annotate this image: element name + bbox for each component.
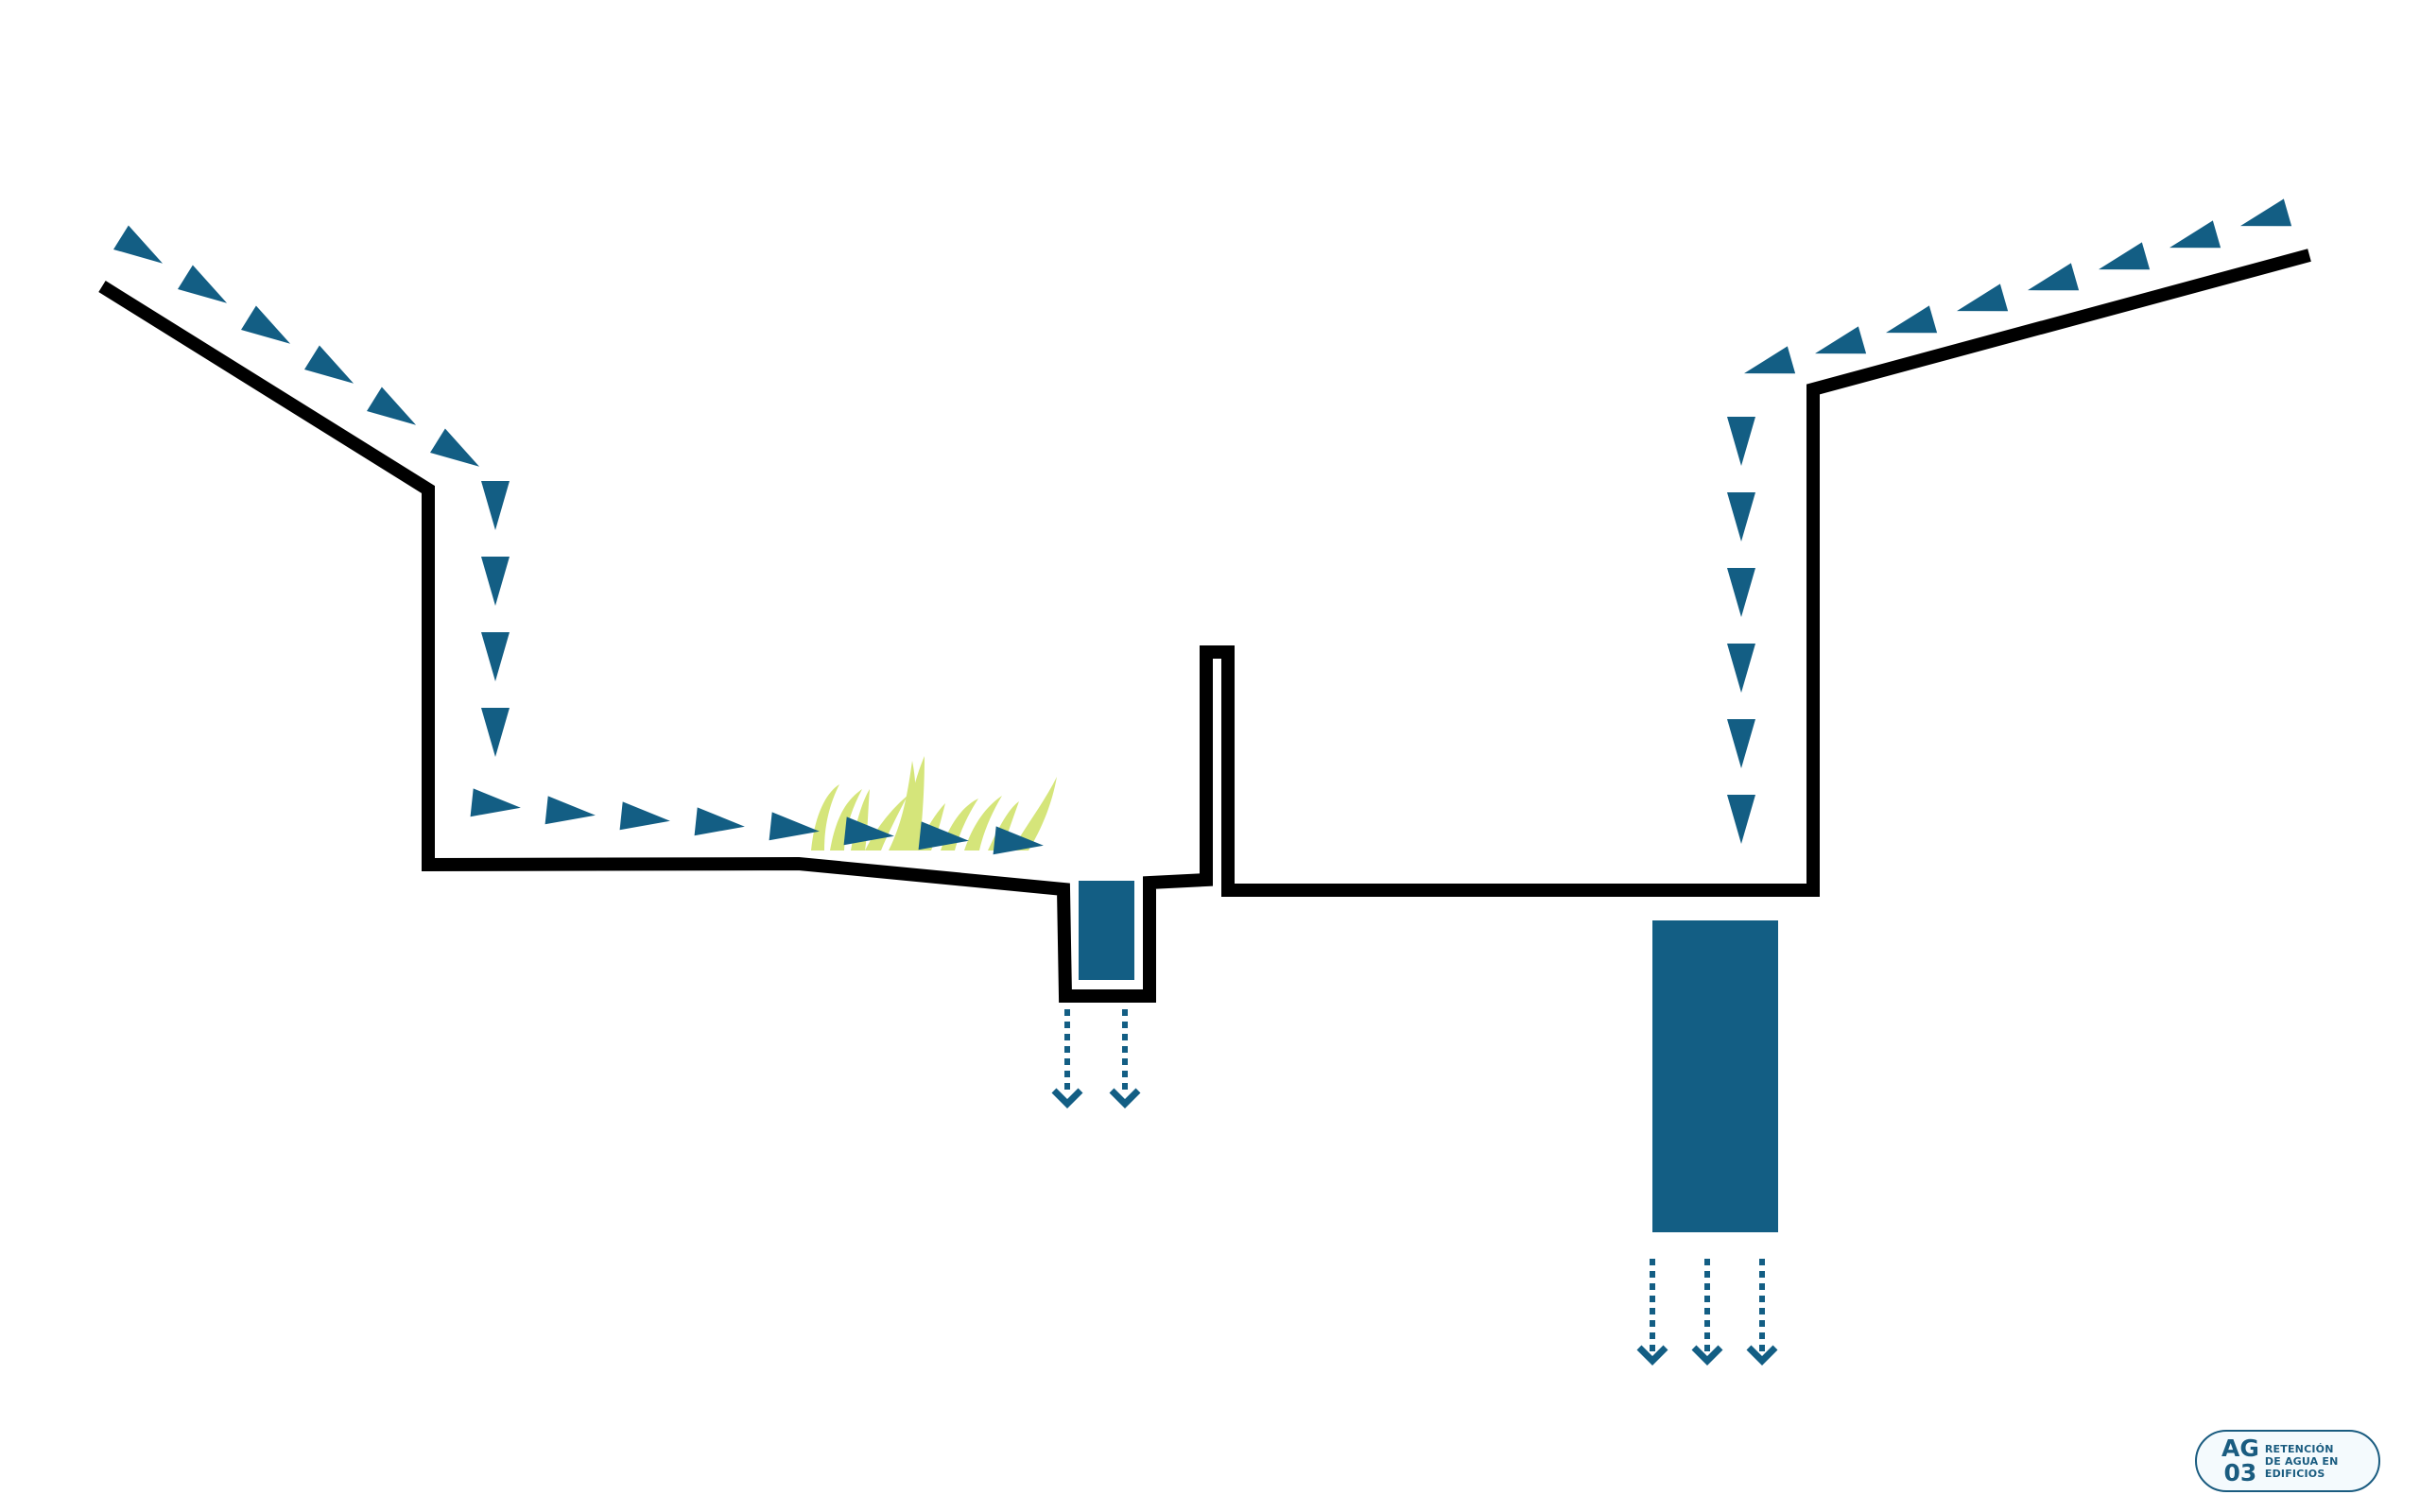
triangle-arrow-icon xyxy=(1727,568,1755,617)
dotted-down-arrow-icon xyxy=(1746,1259,1778,1366)
left-roof-and-wall xyxy=(98,249,2311,1003)
badge-ag03: AG 03 RETENCIÓN DE AGUA EN EDIFICIOS xyxy=(2195,1430,2380,1492)
triangle-arrow-icon xyxy=(481,632,510,681)
triangle-arrow-icon xyxy=(1727,492,1755,541)
infiltration-arrows xyxy=(1051,1009,1778,1366)
badge-code: AG 03 xyxy=(2221,1436,2259,1486)
badge-label-line3: EDIFICIOS xyxy=(2264,1467,2325,1480)
triangle-arrow-icon xyxy=(1727,417,1755,466)
triangle-arrow-icon xyxy=(1727,644,1755,693)
triangle-arrow-icon xyxy=(178,265,228,303)
badge-label-line2: DE AGUA EN xyxy=(2264,1454,2339,1468)
dotted-down-arrow-icon xyxy=(1109,1009,1141,1108)
triangle-arrow-icon xyxy=(481,481,510,530)
triangle-arrow-icon xyxy=(367,387,417,425)
badge-code-line2: 03 xyxy=(2223,1459,2257,1486)
triangle-arrow-icon xyxy=(843,816,894,846)
triangle-arrow-icon xyxy=(2240,198,2292,227)
triangle-arrow-icon xyxy=(1727,719,1755,768)
triangle-arrow-icon xyxy=(1727,795,1755,844)
triangle-arrow-icon xyxy=(993,826,1044,855)
triangle-arrow-icon xyxy=(918,821,969,850)
triangle-arrow-icon xyxy=(544,796,596,825)
triangle-arrow-icon xyxy=(481,708,510,757)
triangle-arrow-icon xyxy=(1744,346,1796,374)
flow-arrows xyxy=(113,198,2292,855)
badge-code-line1: AG xyxy=(2221,1435,2259,1462)
retention-tank xyxy=(1652,920,1778,1232)
dotted-down-arrow-icon xyxy=(1051,1009,1083,1108)
triangle-arrow-icon xyxy=(1957,284,2009,312)
triangle-arrow-icon xyxy=(481,557,510,606)
badge-label-line1: RETENCIÓN xyxy=(2264,1442,2334,1455)
triangle-arrow-icon xyxy=(241,305,291,344)
triangle-arrow-icon xyxy=(2169,220,2221,249)
dotted-down-arrow-icon xyxy=(1636,1259,1668,1366)
triangle-arrow-icon xyxy=(769,812,820,841)
triangle-arrow-icon xyxy=(2099,242,2151,270)
building-section-outline xyxy=(98,249,2311,1003)
triangle-arrow-icon xyxy=(470,788,521,817)
dotted-down-arrow-icon xyxy=(1691,1259,1723,1366)
triangle-arrow-icon xyxy=(1815,326,1867,354)
triangle-arrow-icon xyxy=(619,801,670,831)
triangle-arrow-icon xyxy=(113,225,164,264)
triangle-arrow-icon xyxy=(2028,263,2080,291)
triangle-arrow-icon xyxy=(1886,305,1938,334)
sump-tank xyxy=(1079,881,1134,980)
triangle-arrow-icon xyxy=(694,807,745,836)
triangle-arrow-icon xyxy=(304,345,354,384)
triangle-arrow-icon xyxy=(430,428,480,467)
badge-label: RETENCIÓN DE AGUA EN EDIFICIOS xyxy=(2265,1443,2339,1480)
